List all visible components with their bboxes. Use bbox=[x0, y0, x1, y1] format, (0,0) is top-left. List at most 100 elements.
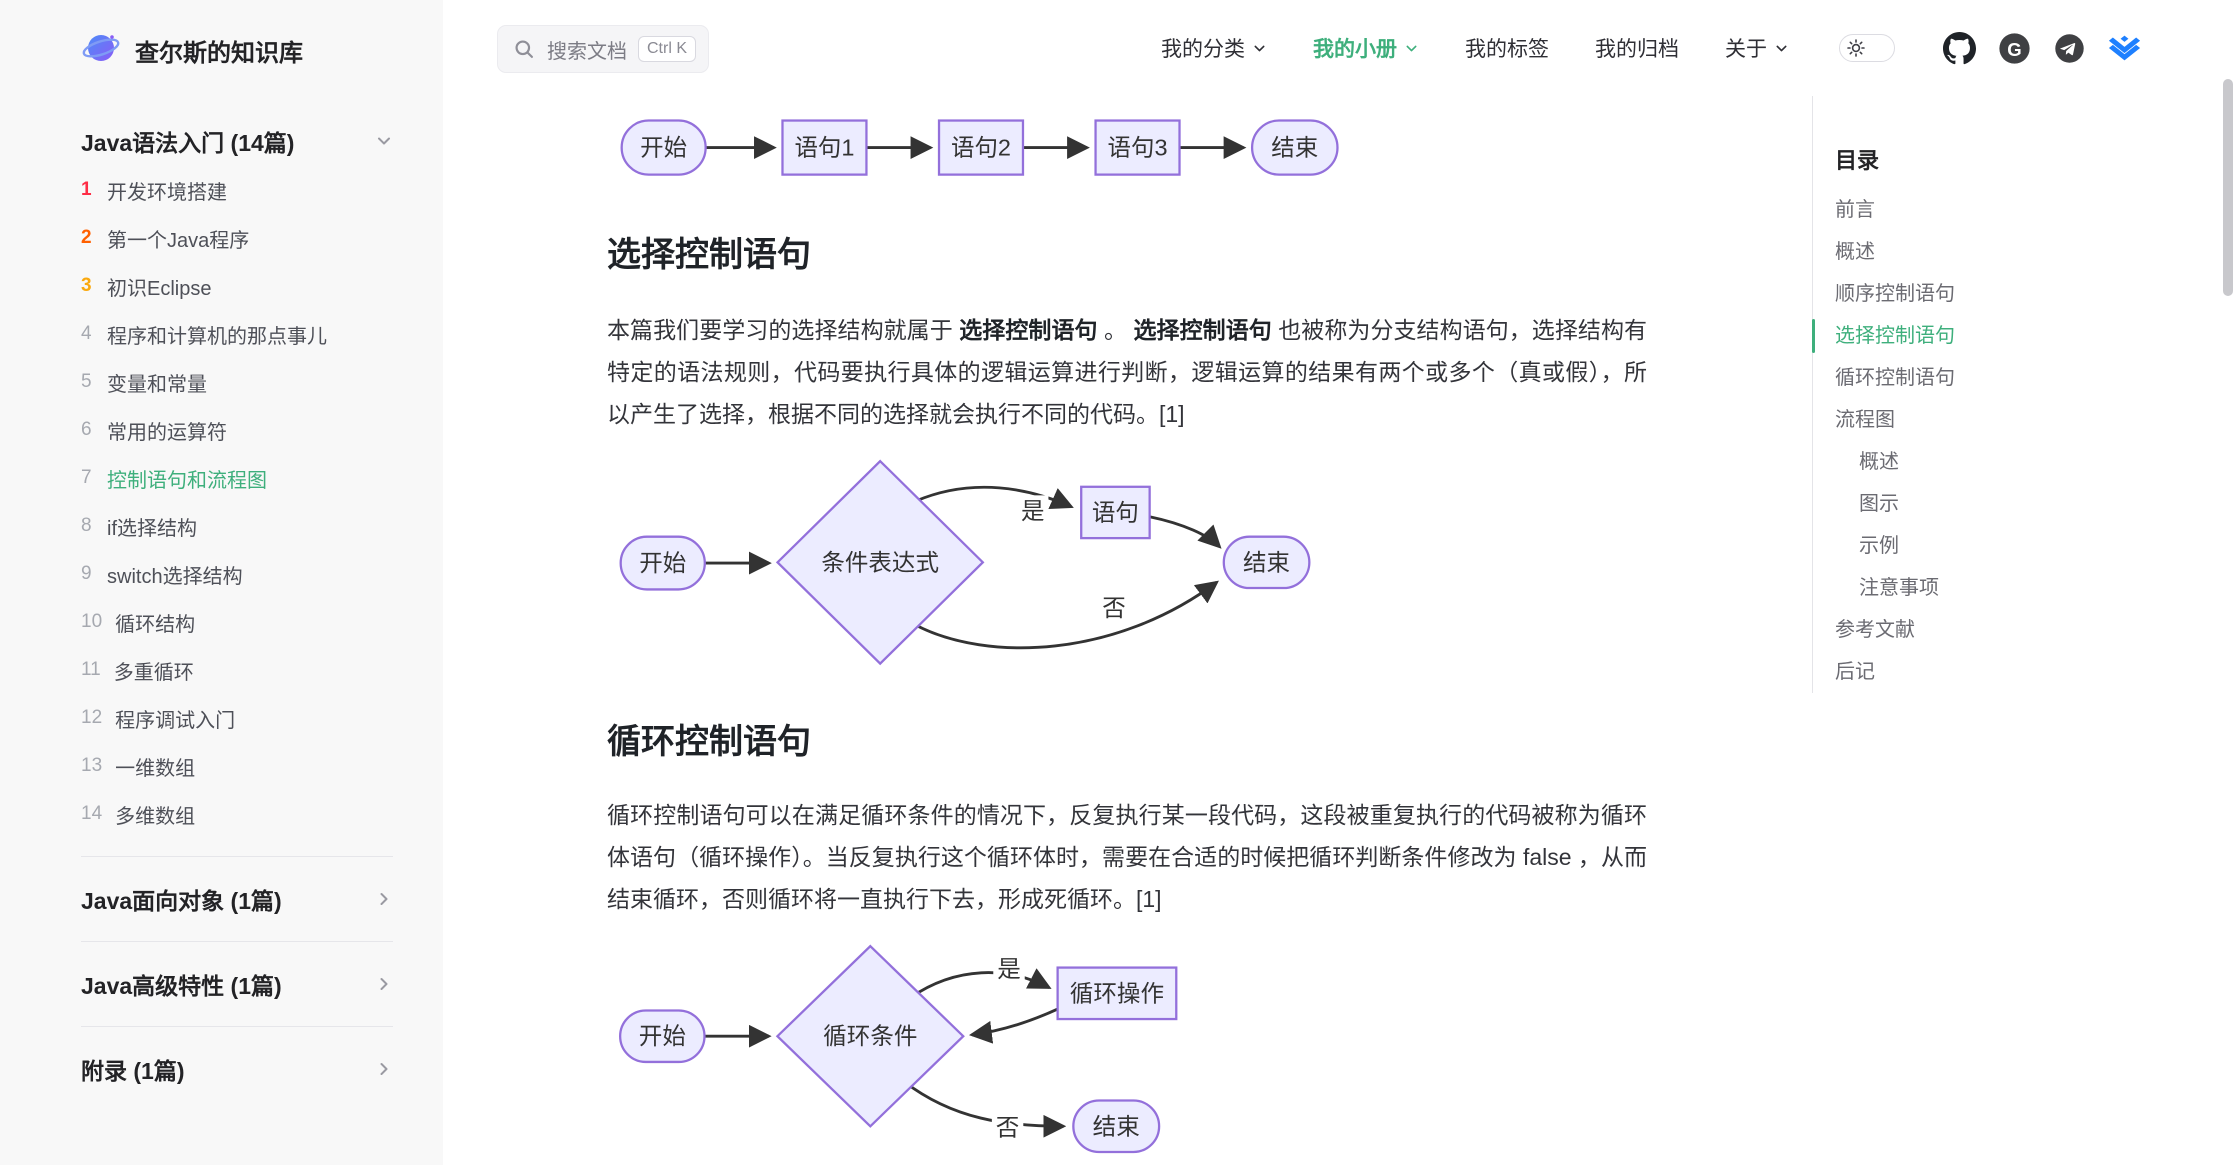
sidebar-group-java-basics[interactable]: Java语法入门 (14篇) bbox=[81, 124, 393, 158]
juejin-icon[interactable] bbox=[2108, 32, 2141, 65]
node-statement bbox=[1080, 485, 1151, 540]
gitee-icon[interactable]: G bbox=[1998, 32, 2031, 65]
item-rank: 6 bbox=[81, 419, 92, 440]
item-label: 变量和常量 bbox=[107, 373, 207, 396]
site-brand[interactable]: 查尔斯的知识库 bbox=[81, 26, 393, 74]
footnote-ref-1[interactable]: [1] bbox=[1159, 401, 1185, 427]
search-placeholder: 搜索文档 bbox=[547, 40, 627, 63]
nav-link-about[interactable]: 关于 bbox=[1725, 33, 1789, 63]
flowchart-selection: 开始 条件表达式 语句 结束 是 否 bbox=[619, 459, 1311, 666]
sidebar-group-oop[interactable]: Java面向对象 (1篇) bbox=[81, 856, 393, 941]
node-loop-body bbox=[1056, 966, 1178, 1021]
sun-icon bbox=[1847, 39, 1865, 57]
site-title: 查尔斯的知识库 bbox=[135, 39, 303, 67]
toc-item-flowchart[interactable]: 流程图 bbox=[1835, 409, 1895, 431]
node-label: 开始 bbox=[639, 550, 686, 576]
navbar-social-icons: G bbox=[1943, 31, 2141, 65]
node-label: 开始 bbox=[640, 135, 687, 161]
sidebar-item-loop[interactable]: 10 循环结构 bbox=[81, 598, 393, 646]
chevron-down-icon bbox=[1406, 45, 1417, 51]
item-label: 开发环境搭建 bbox=[107, 181, 227, 204]
telegram-icon[interactable] bbox=[2053, 32, 2086, 65]
item-rank: 3 bbox=[81, 275, 92, 296]
nav-link-tags[interactable]: 我的标签 bbox=[1465, 38, 1549, 61]
nav-link-booklets[interactable]: 我的小册 bbox=[1313, 33, 1419, 63]
group-title: Java高级特性 (1篇) bbox=[81, 973, 282, 999]
toc-item-select-control[interactable]: 选择控制语句 bbox=[1812, 315, 2172, 357]
item-rank: 2 bbox=[81, 227, 92, 248]
sidebar-group-appendix[interactable]: 附录 (1篇) bbox=[81, 1026, 393, 1111]
page-scrollbar-thumb[interactable] bbox=[2223, 79, 2233, 296]
item-label: 循环结构 bbox=[115, 613, 196, 636]
edge-label-no: 否 bbox=[1102, 595, 1126, 621]
item-rank: 7 bbox=[81, 467, 92, 488]
item-rank: 14 bbox=[81, 803, 103, 824]
group-title: 附录 (1篇) bbox=[81, 1058, 185, 1084]
item-rank: 10 bbox=[81, 611, 103, 632]
toc-item-loop-control[interactable]: 循环控制语句 bbox=[1835, 367, 1955, 389]
node-label: 开始 bbox=[639, 1023, 686, 1049]
item-rank: 5 bbox=[81, 371, 92, 392]
item-label: 控制语句和流程图 bbox=[107, 469, 267, 492]
sidebar-item-eclipse[interactable]: 3 初识Eclipse bbox=[81, 262, 393, 310]
edge-label-bg bbox=[993, 953, 1025, 987]
github-icon[interactable] bbox=[1943, 31, 1976, 65]
item-label: 多重循环 bbox=[113, 661, 194, 684]
sidebar-item-control-flow[interactable]: 7 控制语句和流程图 bbox=[81, 454, 393, 502]
toc-item-flowchart-overview[interactable]: 概述 bbox=[1859, 451, 1899, 473]
toc-item-references[interactable]: 参考文献 bbox=[1835, 619, 1915, 641]
node-label: 语句3 bbox=[1108, 135, 1168, 161]
node-start bbox=[620, 119, 707, 176]
node-label: 结束 bbox=[1243, 549, 1290, 575]
nav-link-categories[interactable]: 我的分类 bbox=[1161, 33, 1267, 63]
sidebar-item-array-nd[interactable]: 14 多维数组 bbox=[81, 790, 393, 838]
toc-item-preface[interactable]: 前言 bbox=[1835, 199, 1875, 221]
paragraph-loop: 循环控制语句可以在满足循环条件的情况下，反复执行某一段代码，这段被重复执行的代码… bbox=[607, 802, 1647, 912]
footnote-ref-1[interactable]: [1] bbox=[1136, 886, 1162, 912]
item-rank: 1 bbox=[81, 179, 92, 200]
edge-label-bg bbox=[1098, 592, 1130, 626]
toc-item-flowchart-notes[interactable]: 注意事项 bbox=[1859, 577, 1939, 599]
toc-item-overview[interactable]: 概述 bbox=[1835, 241, 1875, 263]
item-rank: 9 bbox=[81, 563, 92, 584]
doc-content: 开始 语句1 语句2 语句3 结束 选择控制语句 本篇我们要学习的选择结构就属于… bbox=[607, 96, 1647, 1165]
item-rank: 8 bbox=[81, 515, 92, 536]
item-label: 初识Eclipse bbox=[107, 277, 212, 300]
toc-item-sequence-control[interactable]: 顺序控制语句 bbox=[1835, 283, 1955, 305]
table-of-contents: 目录 前言 概述 顺序控制语句 选择控制语句 循环控制语句 流程图 概述 图示 … bbox=[1812, 96, 2172, 693]
sidebar-group-title: Java语法入门 (14篇) bbox=[81, 130, 295, 156]
node-stmt1 bbox=[781, 119, 868, 176]
edge-label-no: 否 bbox=[996, 1115, 1020, 1141]
item-label: 多维数组 bbox=[115, 805, 196, 828]
toc-item-flowchart-example[interactable]: 示例 bbox=[1859, 535, 1899, 557]
search-input[interactable]: 搜索文档 Ctrl K bbox=[497, 25, 709, 73]
flowchart-loop: 开始 循环条件 循环操作 结束 是 否 bbox=[619, 944, 1178, 1154]
node-label: 结束 bbox=[1093, 1113, 1140, 1139]
theme-toggle[interactable] bbox=[1839, 34, 1895, 62]
nav-link-archives[interactable]: 我的归档 bbox=[1595, 38, 1679, 61]
sidebar-item-dev-env[interactable]: 1 开发环境搭建 bbox=[81, 166, 393, 214]
node-stmt3 bbox=[1094, 119, 1181, 176]
paragraph-select: 本篇我们要学习的选择结构就属于 选择控制语句 。 选择控制语句 也被称为分支结构… bbox=[607, 317, 1648, 427]
toc-item-postscript[interactable]: 后记 bbox=[1835, 661, 1875, 683]
node-start bbox=[619, 535, 706, 591]
node-end bbox=[1222, 535, 1311, 590]
node-label: 循环操作 bbox=[1070, 980, 1164, 1006]
flowchart-sequence: 开始 语句1 语句2 语句3 结束 bbox=[620, 119, 1339, 176]
node-label: 语句 bbox=[1092, 499, 1139, 525]
sidebar-item-variables[interactable]: 5 变量和常量 bbox=[81, 358, 393, 406]
toc-item-flowchart-diagram[interactable]: 图示 bbox=[1859, 493, 1899, 515]
chevron-down-icon bbox=[378, 137, 390, 145]
site-logo-icon bbox=[81, 28, 121, 73]
sidebar-group-advanced[interactable]: Java高级特性 (1篇) bbox=[81, 941, 393, 1026]
item-rank: 12 bbox=[81, 707, 103, 728]
